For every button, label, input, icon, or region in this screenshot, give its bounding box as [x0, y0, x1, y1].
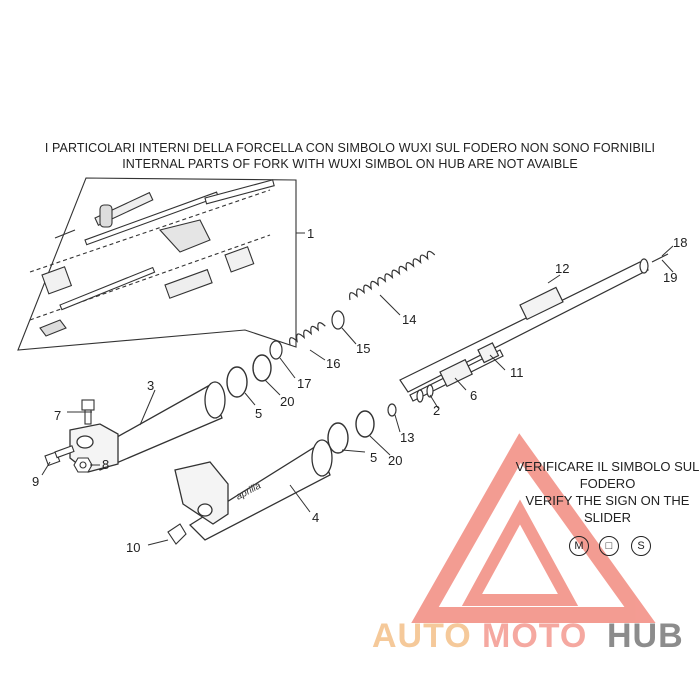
bolt-9: [44, 445, 75, 467]
washer-13: [387, 403, 397, 417]
ring-17: [269, 340, 283, 360]
seal-5-lower: [327, 422, 349, 454]
callout-3: 3: [147, 378, 154, 393]
verify-note-italian: VERIFICARE IL SIMBOLO SUL FODERO: [515, 459, 700, 491]
leader-lines: [41, 245, 674, 546]
callout-14: 14: [402, 312, 416, 327]
callout-15: 15: [356, 341, 370, 356]
nut-8: [73, 457, 93, 473]
watermark-logo-triangle: [411, 433, 656, 623]
watermark-triangle-outer: [411, 433, 656, 623]
callout-12: 12: [555, 261, 569, 276]
callout-11: 11: [510, 365, 524, 380]
symbol-s: S: [631, 536, 651, 556]
cap-10: [167, 523, 187, 545]
callout-1: 1: [307, 226, 314, 241]
callout-10: 10: [126, 540, 140, 555]
ring-15: [331, 310, 345, 330]
callout-6: 6: [470, 388, 477, 403]
callout-9: 9: [32, 474, 39, 489]
watermark-moto: MOTO: [482, 617, 588, 655]
damper-rod-11: [409, 342, 504, 403]
callout-5-lower: 5: [370, 450, 377, 465]
spring-16: [289, 322, 326, 346]
callout-20-upper: 20: [280, 394, 294, 409]
watermark-triangle-inner: [461, 499, 579, 606]
callout-16: 16: [326, 356, 340, 371]
note-english: INTERNAL PARTS OF FORK WITH WUXI SIMBOL …: [122, 157, 578, 171]
bolt-7: [81, 399, 95, 425]
callout-17: 17: [297, 376, 311, 391]
seal-20-upper: [252, 354, 272, 382]
slider-4: [174, 439, 333, 541]
callout-13: 13: [400, 430, 414, 445]
verify-note-english: VERIFY THE SIGN ON THE SLIDER: [525, 493, 690, 525]
seal-20-lower: [355, 410, 375, 438]
seal-5-upper: [226, 366, 248, 398]
callout-4: 4: [312, 510, 319, 525]
stanchion-12: [399, 253, 669, 393]
callout-7: 7: [54, 408, 61, 423]
note-italian: I PARTICOLARI INTERNI DELLA FORCELLA CON…: [44, 141, 656, 155]
watermark-hub: HUB: [607, 617, 684, 655]
callout-8: 8: [102, 457, 109, 472]
callout-19: 19: [663, 270, 677, 285]
callout-2: 2: [433, 403, 440, 418]
symbol-m: M: [569, 536, 589, 556]
watermark-auto: AUTO: [372, 617, 472, 655]
symbol-square: □: [599, 536, 619, 556]
callout-20-lower: 20: [388, 453, 402, 468]
spring-14: [349, 250, 436, 301]
callout-18: 18: [673, 235, 687, 250]
callout-labels: 1 2 3 4 5 5 6 7 8 9 10 11 12 13 14 15 16…: [32, 226, 687, 555]
slider-3: [69, 381, 226, 473]
callout-5-upper: 5: [255, 406, 262, 421]
inset-internal-parts: [17, 177, 297, 351]
